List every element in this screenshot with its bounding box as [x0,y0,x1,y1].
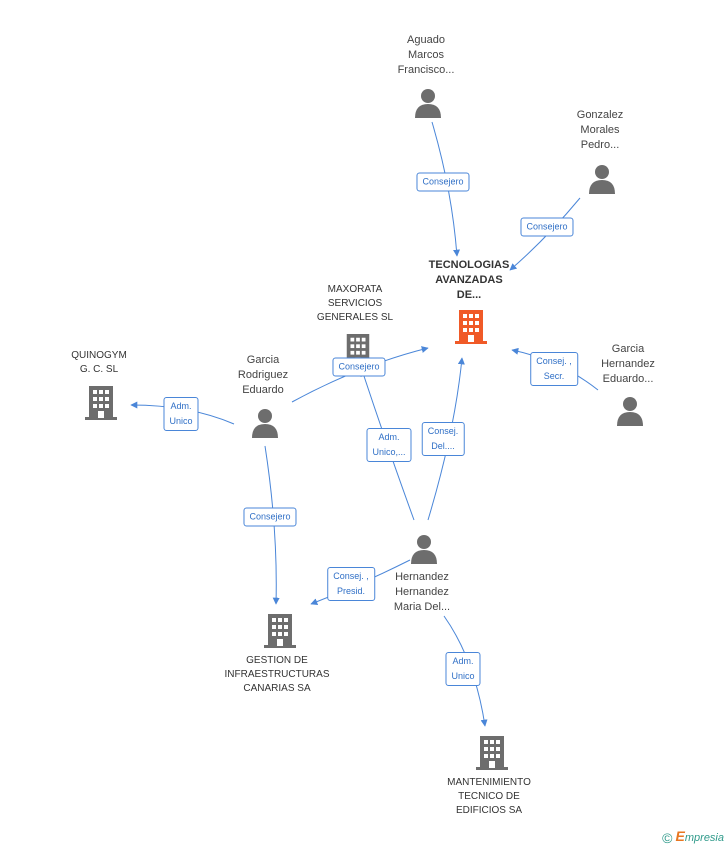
person-icon-hernandez[interactable] [410,534,438,564]
edge-label-garcia-r-adm-quinogym[interactable]: Adm. Unico [163,397,199,431]
gestion-label[interactable]: GESTION DE INFRAESTRUCTURAS CANARIAS SA [224,655,330,694]
edge-label-hernandez-consej-gestion[interactable]: Consej. , Presid. [327,567,375,601]
building-icon-gestion[interactable] [264,612,296,648]
edge-label-hernandez-consej-main[interactable]: Consej. Del.... [421,422,465,456]
building-icon-main[interactable] [455,308,487,344]
garcia-hernandez-label[interactable]: Garcia Hernandez Eduardo... [601,343,655,385]
edge-label-garcia-h-consej[interactable]: Consej. , Secr. [530,352,578,386]
brand-logo-text: mpresia [684,831,724,844]
edge-label-hernandez-adm-maxorata[interactable]: Adm. Unico,... [366,428,412,462]
gonzalez-label[interactable]: Gonzalez Morales Pedro... [576,109,624,151]
person-icon-garcia-rodriguez[interactable] [251,408,279,438]
quinogym-label[interactable]: QUINOGYM G. C. SL [71,350,127,375]
building-icon-mantenimiento[interactable] [476,734,508,770]
copyright-icon: © [662,830,673,846]
edge-garcia-r-gestion [264,445,280,605]
aguado-label[interactable]: Aguado Marcos Francisco... [397,34,455,76]
edge-label-garcia-r-consejero-gestion[interactable]: Consejero [243,507,297,527]
main-company-label[interactable]: TECNOLOGIAS AVANZADAS DE... [428,259,510,301]
empresia-watermark: © Empresia [662,828,724,846]
hernandez-label[interactable]: Hernandez Hernandez Maria Del... [393,571,451,613]
person-icon-gonzalez[interactable] [588,164,616,194]
edge-gonzalez-main [509,197,581,271]
person-icon-garcia-hernandez[interactable] [616,396,644,426]
edge-label-gonzalez-consejero[interactable]: Consejero [520,217,574,237]
garcia-rodriguez-label[interactable]: Garcia Rodriguez Eduardo [237,354,289,396]
building-icon-quinogym[interactable] [85,384,117,420]
maxorata-label[interactable]: MAXORATA SERVICIOS GENERALES SL [316,284,394,323]
edge-label-hernandez-adm-mant[interactable]: Adm. Unico [445,652,481,686]
mantenimiento-label[interactable]: MANTENIMIENTO TECNICO DE EDIFICIOS SA [447,777,531,816]
brand-logo-e: E [675,827,685,844]
edge-label-aguado-consejero[interactable]: Consejero [416,172,470,192]
person-icon-aguado[interactable] [414,88,442,118]
edge-label-garcia-r-consejero-main[interactable]: Consejero [332,357,386,377]
